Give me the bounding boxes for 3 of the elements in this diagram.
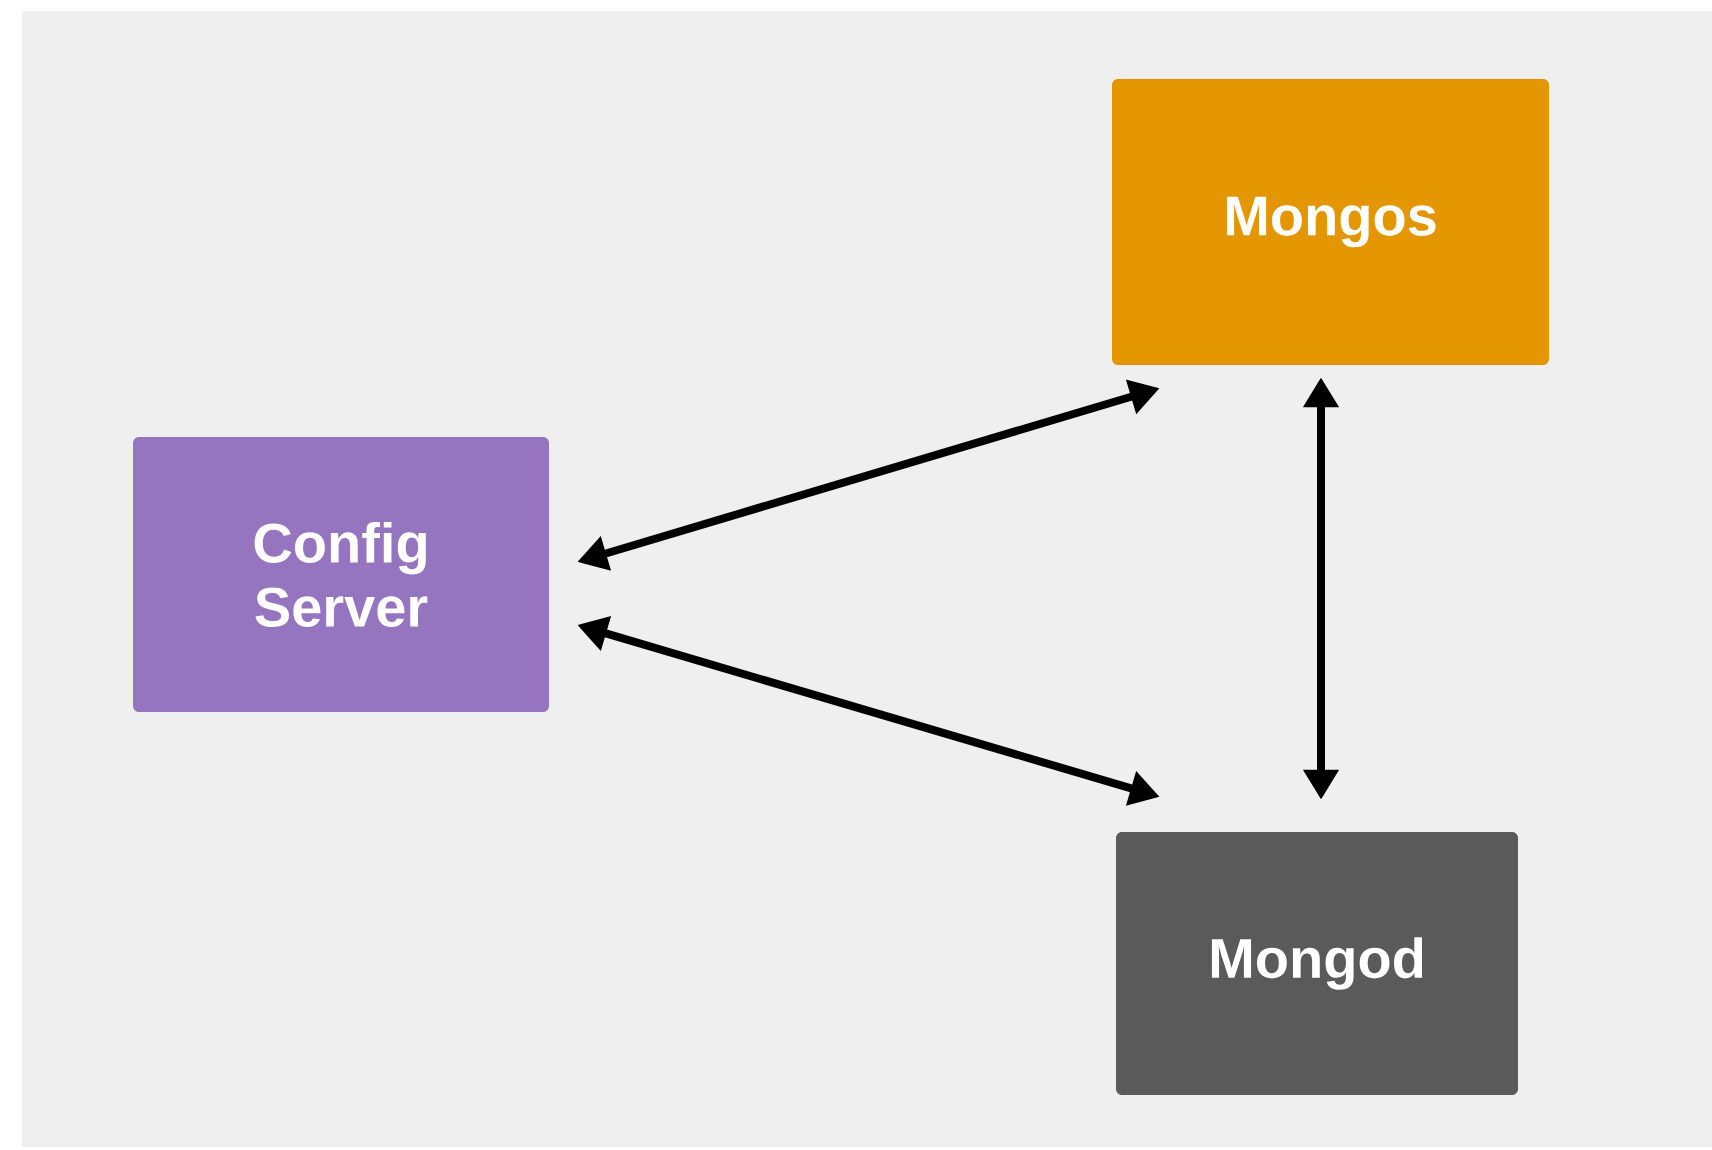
process-box: Mongod	[1116, 832, 1518, 1095]
process-box: Config Server	[133, 437, 549, 712]
process-box: Mongos	[1112, 79, 1549, 365]
